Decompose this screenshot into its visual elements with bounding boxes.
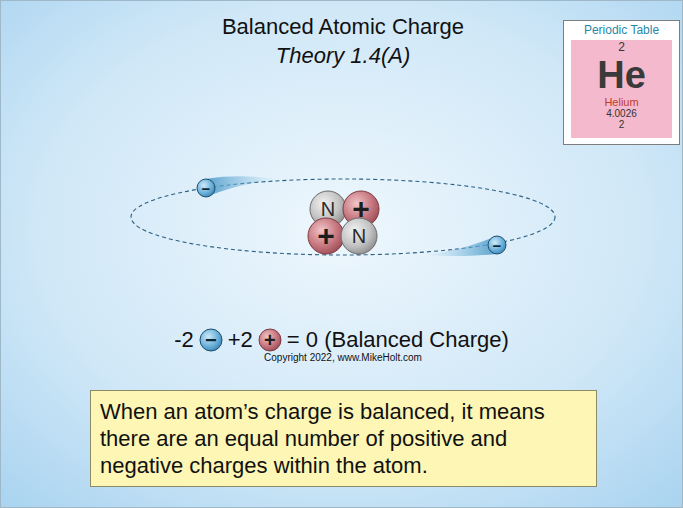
electron-ball: − — [487, 235, 507, 255]
equation-row: − + -2 +2 = 0 (Balanced Charge) — [0, 325, 683, 355]
ball-fill — [308, 218, 344, 254]
tile-heading: Periodic Table — [564, 24, 679, 36]
element-field: 2HeHelium4.00262 — [571, 40, 672, 138]
particle-sign: N — [352, 226, 366, 246]
particle-sign: + — [264, 330, 276, 350]
particle-sign: + — [317, 221, 335, 251]
electron-orbit — [131, 179, 555, 255]
copyright-note: Copyright 2022, www.MikeHolt.com — [150, 352, 536, 364]
electron-trail — [425, 236, 497, 256]
ball-text-holder: − — [487, 235, 507, 255]
particle-sign: − — [205, 330, 217, 350]
subtitle: Theory 1.4(A) — [150, 43, 536, 69]
title: Balanced Atomic Charge — [150, 14, 536, 40]
note-box: When an atom’s charge is balanced, it me… — [90, 390, 597, 487]
proton-symbol: + — [258, 328, 282, 352]
element-detail: Helium — [571, 97, 672, 108]
electron-ball: − — [196, 178, 216, 198]
ball-text-holder: − — [196, 178, 216, 198]
ball-text-holder: N — [340, 217, 378, 255]
ball-text-holder: + — [258, 328, 282, 352]
ball-fill — [341, 218, 377, 254]
ball-fill — [200, 329, 222, 351]
charge-count: -2 — [174, 327, 194, 353]
element-detail: 4.0026 — [571, 109, 672, 119]
particle-sign: − — [493, 238, 502, 253]
element-tile: 2HeHelium4.00262Periodic Table — [563, 20, 680, 145]
ball-text-holder: + — [307, 217, 345, 255]
charge-count: +2 — [228, 327, 253, 353]
note-text: When an atom’s charge is balanced, it me… — [100, 398, 587, 479]
neutron-ball: N — [340, 217, 378, 255]
ball-fill — [259, 329, 281, 351]
electron-trail — [206, 176, 278, 197]
equation-result: = 0 (Balanced Charge) — [287, 327, 509, 353]
ball-fill — [488, 236, 506, 254]
ball-text-holder: − — [199, 328, 223, 352]
element-detail: 2 — [571, 120, 672, 130]
particle-sign: − — [202, 181, 211, 196]
element-symbol: He — [571, 56, 672, 94]
proton-ball: + — [307, 217, 345, 255]
particle-sign: N — [321, 199, 335, 219]
ball-fill — [197, 179, 215, 197]
electron-symbol: − — [199, 328, 223, 352]
element-detail: 2 — [571, 41, 672, 53]
